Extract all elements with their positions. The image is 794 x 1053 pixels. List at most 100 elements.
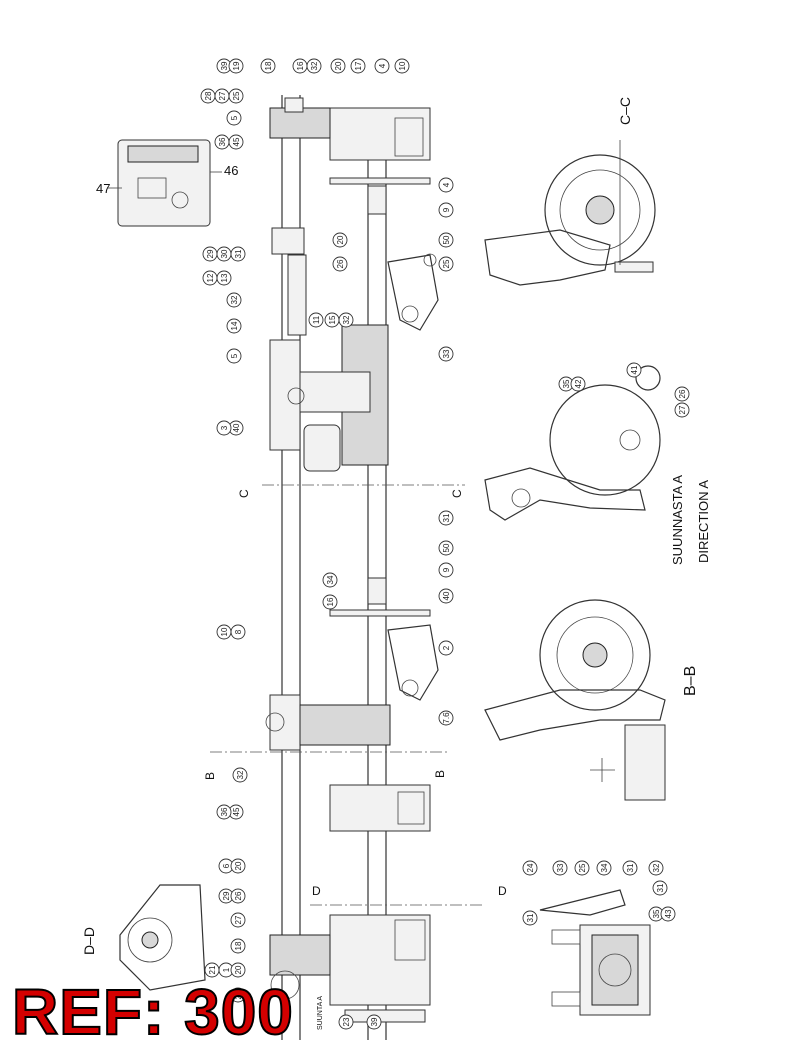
part-balloon-number: 2 <box>442 645 451 650</box>
part-balloon-number: 17 <box>354 61 363 70</box>
ref-title: REF: 300 <box>11 976 294 1048</box>
part-balloon-number: 35 <box>652 909 661 918</box>
part-balloon: 3 <box>216 420 232 436</box>
part-balloon-number: 27 <box>218 91 227 100</box>
part-balloon: 36 <box>216 804 232 820</box>
part-balloon-number: 40 <box>232 423 241 432</box>
part-balloon-number: 42 <box>574 379 583 388</box>
part-balloon-number: 45 <box>232 807 241 816</box>
part-balloon-number: 43 <box>664 909 673 918</box>
part-balloon: 36 <box>214 134 230 150</box>
bottom-right-detail <box>539 889 651 1016</box>
part-balloon-number: 32 <box>652 863 661 872</box>
part-balloon: 2 <box>438 640 454 656</box>
cut-marker-c-right: C <box>450 489 464 498</box>
part-balloon-number: 33 <box>442 349 451 358</box>
part-balloon-number: 34 <box>326 575 335 584</box>
valve-block-inset <box>108 139 222 227</box>
part-balloon: 40 <box>228 420 244 436</box>
part-balloon: 25 <box>438 256 454 272</box>
part-balloon: 27 <box>674 402 690 418</box>
part-balloon-number: 25 <box>232 91 241 100</box>
part-balloon: 16 <box>292 58 308 74</box>
part-balloon-number: 5 <box>230 353 239 358</box>
direction-a-view <box>484 365 661 521</box>
part-balloon-number: 26 <box>234 891 243 900</box>
part-balloon-number: 1 <box>222 967 231 972</box>
part-balloon-number: 3 <box>220 425 229 430</box>
part-balloon: 4 <box>438 177 454 193</box>
cut-marker-b-left: B <box>203 772 217 780</box>
part-balloon-number: 5 <box>230 115 239 120</box>
part-balloon-number: 27 <box>234 915 243 924</box>
part-balloon: 5 <box>226 110 242 126</box>
part-balloon-number: 20 <box>234 861 243 870</box>
part-balloon: 11 <box>308 312 324 328</box>
part-balloon-number: 23 <box>342 1017 351 1026</box>
part-balloon: 18 <box>260 58 276 74</box>
label-bb: B–B <box>682 666 699 696</box>
part-balloon-number: 31 <box>526 913 535 922</box>
part-balloon-number: 14 <box>230 321 239 330</box>
part-balloon-number: 9 <box>442 207 451 212</box>
part-balloon: 26 <box>674 386 690 402</box>
part-balloon: 21 <box>204 962 220 978</box>
part-balloon-number: 32 <box>230 295 239 304</box>
part-balloon-number: 20 <box>336 235 345 244</box>
part-balloon-number: 30 <box>220 249 229 258</box>
part-balloon-number: 20 <box>234 965 243 974</box>
part-balloon: 4 <box>374 58 390 74</box>
part-balloon-number: 27 <box>678 405 687 414</box>
part-balloon: 24 <box>522 860 538 876</box>
part-balloon-number: 4 <box>378 63 387 68</box>
label-cc: C–C <box>617 97 633 125</box>
part-balloon: 12 <box>202 270 218 286</box>
part-balloon: 35 <box>648 906 664 922</box>
part-balloon: 32 <box>226 292 242 308</box>
part-balloon-number: 40 <box>442 591 451 600</box>
part-balloon: 20 <box>230 962 246 978</box>
part-balloon-number: 36 <box>220 807 229 816</box>
part-balloon-number: 32 <box>236 770 245 779</box>
callout-47: 47 <box>96 181 110 196</box>
cut-marker-d-left: D <box>312 884 321 898</box>
part-balloon-number: 29 <box>206 249 215 258</box>
part-balloon: 26 <box>332 256 348 272</box>
part-balloon-number: 11 <box>312 315 321 324</box>
part-balloon-number: 26 <box>336 259 345 268</box>
part-balloon: 31 <box>622 860 638 876</box>
part-balloon: 20 <box>330 58 346 74</box>
part-balloon-number: 6 <box>222 863 231 868</box>
part-balloon: 50 <box>438 232 454 248</box>
part-balloon-number: 16 <box>296 61 305 70</box>
part-balloon: 31 <box>438 510 454 526</box>
part-balloon-number: 4 <box>442 182 451 187</box>
part-balloon-number: 39 <box>220 61 229 70</box>
section-bb-view <box>484 599 666 801</box>
part-balloon: 14 <box>226 318 242 334</box>
label-suunta-small: SUUNTA A <box>317 996 324 1030</box>
part-balloon: 29 <box>202 246 218 262</box>
part-balloon: 13 <box>216 270 232 286</box>
part-balloon-number: 9 <box>442 567 451 572</box>
part-balloon: 25 <box>228 88 244 104</box>
part-balloon: 43 <box>660 906 676 922</box>
part-balloon-number: 25 <box>442 259 451 268</box>
part-balloon: 32 <box>338 312 354 328</box>
part-balloon-number: 31 <box>626 863 635 872</box>
part-balloon-number: 10 <box>398 61 407 70</box>
part-balloon-number: 24 <box>526 863 535 872</box>
label-direction: DIRECTION A <box>696 480 711 563</box>
part-balloon: 7.6 <box>438 710 454 726</box>
part-balloon: 40 <box>438 588 454 604</box>
part-balloon: 31 <box>522 910 538 926</box>
part-balloon: 35 <box>558 376 574 392</box>
part-balloon-number: 25 <box>578 863 587 872</box>
part-balloon: 10 <box>394 58 410 74</box>
part-balloon-number: 31 <box>442 513 451 522</box>
part-balloon: 27 <box>214 88 230 104</box>
part-balloon-number: 50 <box>442 235 451 244</box>
part-balloon-number: 34 <box>600 863 609 872</box>
part-balloon: 25 <box>574 860 590 876</box>
